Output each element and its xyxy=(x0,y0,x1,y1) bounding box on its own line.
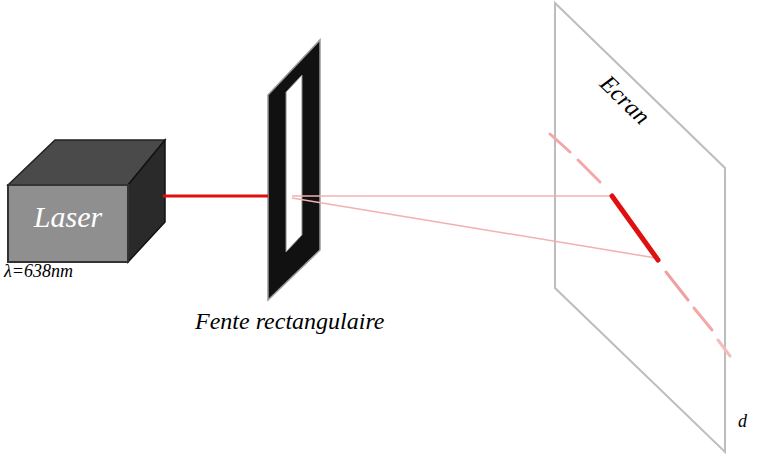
distance-label: d xyxy=(738,412,747,432)
light-ray xyxy=(292,198,656,258)
device-name: Laser xyxy=(8,200,128,233)
slit-label: Fente rectangulaire xyxy=(195,308,385,334)
diffraction-pattern xyxy=(550,134,730,356)
screen-outline xyxy=(555,3,725,452)
slit-plate xyxy=(268,40,320,300)
screen-label: Ecran xyxy=(595,70,656,130)
slit-opening xyxy=(286,75,302,252)
wavelength-label: λ=638nm xyxy=(4,262,73,282)
laser-side xyxy=(128,140,165,262)
screen: Ecran xyxy=(555,0,725,456)
laser-box: Laserλ=638nm xyxy=(8,140,165,290)
light-ray xyxy=(292,195,612,197)
laser-front xyxy=(8,185,128,262)
laser-beam xyxy=(163,195,268,198)
slit: Fente rectangulaire xyxy=(268,40,322,302)
